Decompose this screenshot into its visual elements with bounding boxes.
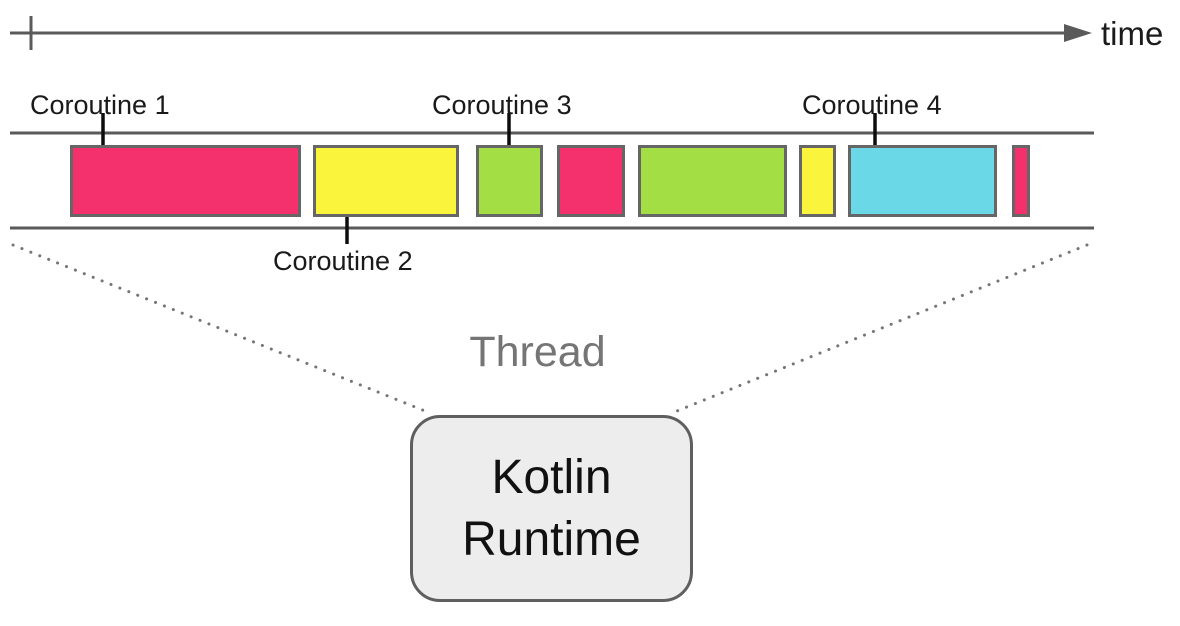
time-axis-label: time: [1101, 15, 1164, 52]
kotlin-runtime-label-line2: Runtime: [462, 512, 641, 566]
time-axis-arrowhead-icon: [1064, 24, 1092, 42]
kotlin-runtime-label-line1: Kotlin: [491, 450, 612, 504]
coroutine-3-label: Coroutine 3: [432, 90, 572, 120]
segment-coroutine-3: [476, 145, 543, 217]
segment-coroutine-2: [313, 145, 459, 217]
segment-coroutine-1: [70, 145, 301, 217]
kotlin-runtime-box: Kotlin Runtime: [410, 415, 693, 602]
coroutine-2-label: Coroutine 2: [273, 246, 413, 276]
thread-label: Thread: [469, 328, 606, 376]
coroutine-1-label: Coroutine 1: [30, 90, 170, 120]
segment-coroutine-4: [848, 145, 997, 217]
segment-pink-2: [557, 145, 625, 217]
segment-yellow-2: [799, 145, 836, 217]
dotted-connector-left: [11, 243, 432, 415]
coroutine-4-label: Coroutine 4: [802, 90, 942, 120]
dotted-connector-right: [670, 243, 1089, 415]
segment-pink-3: [1012, 145, 1030, 217]
segment-green-2: [638, 145, 787, 217]
